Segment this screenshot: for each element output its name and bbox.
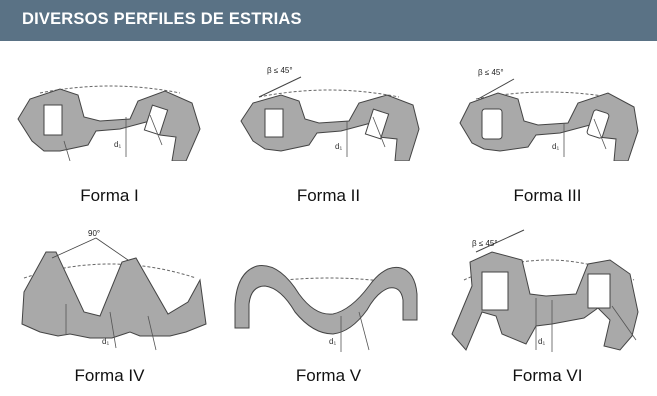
profile-cell-forma-5: d₁ Forma V (219, 216, 438, 396)
profile-cell-forma-1: d₁ Forma I (0, 41, 219, 216)
angle-annotation-forma-3: β ≤ 45° (478, 68, 504, 77)
spline-profile-forma-3-diagram: β ≤ 45° d₁ (459, 68, 639, 161)
angle-annotation-forma-4: 90° (88, 229, 100, 238)
spline-profile-forma-1-diagram: d₁ (17, 85, 201, 161)
spline-profile-forma-4-diagram: 90° d₁ (21, 229, 207, 351)
spline-profile-forma-6-diagram: β ≤ 45° d₁ (451, 229, 639, 352)
profile-cell-forma-6: β ≤ 45° d₁ Forma VI (438, 216, 657, 396)
profile-label-forma-1: Forma I (80, 186, 139, 205)
svg-text:d₁: d₁ (102, 337, 109, 346)
profile-label-forma-6: Forma VI (512, 366, 583, 385)
profile-label-forma-2: Forma II (296, 186, 361, 205)
angle-annotation-forma-6: β ≤ 45° (472, 239, 498, 248)
svg-text:d₁: d₁ (335, 142, 342, 151)
profile-label-forma-3: Forma III (513, 186, 582, 205)
spline-profile-forma-2-diagram: β ≤ 45° d₁ (240, 66, 420, 161)
profile-label-forma-5: Forma V (295, 366, 362, 385)
spline-profile-forma-5-diagram: d₁ (234, 265, 418, 352)
svg-text:d₁: d₁ (538, 337, 545, 346)
svg-text:d₁: d₁ (552, 142, 559, 151)
page-header: DIVERSOS PERFILES DE ESTRIAS (0, 0, 657, 41)
svg-text:d₁: d₁ (329, 337, 336, 346)
page-title: DIVERSOS PERFILES DE ESTRIAS (22, 10, 302, 28)
profile-cell-forma-3: β ≤ 45° d₁ Forma III (438, 41, 657, 216)
spline-profile-grid: d₁ Forma I β ≤ 45° d₁ Forma II β ≤ 4 (0, 41, 657, 396)
profile-cell-forma-2: β ≤ 45° d₁ Forma II (219, 41, 438, 216)
profile-label-forma-4: Forma IV (74, 366, 145, 385)
svg-text:d₁: d₁ (114, 140, 121, 149)
angle-annotation-forma-2: β ≤ 45° (267, 66, 293, 75)
profile-cell-forma-4: 90° d₁ Forma IV (0, 216, 219, 396)
